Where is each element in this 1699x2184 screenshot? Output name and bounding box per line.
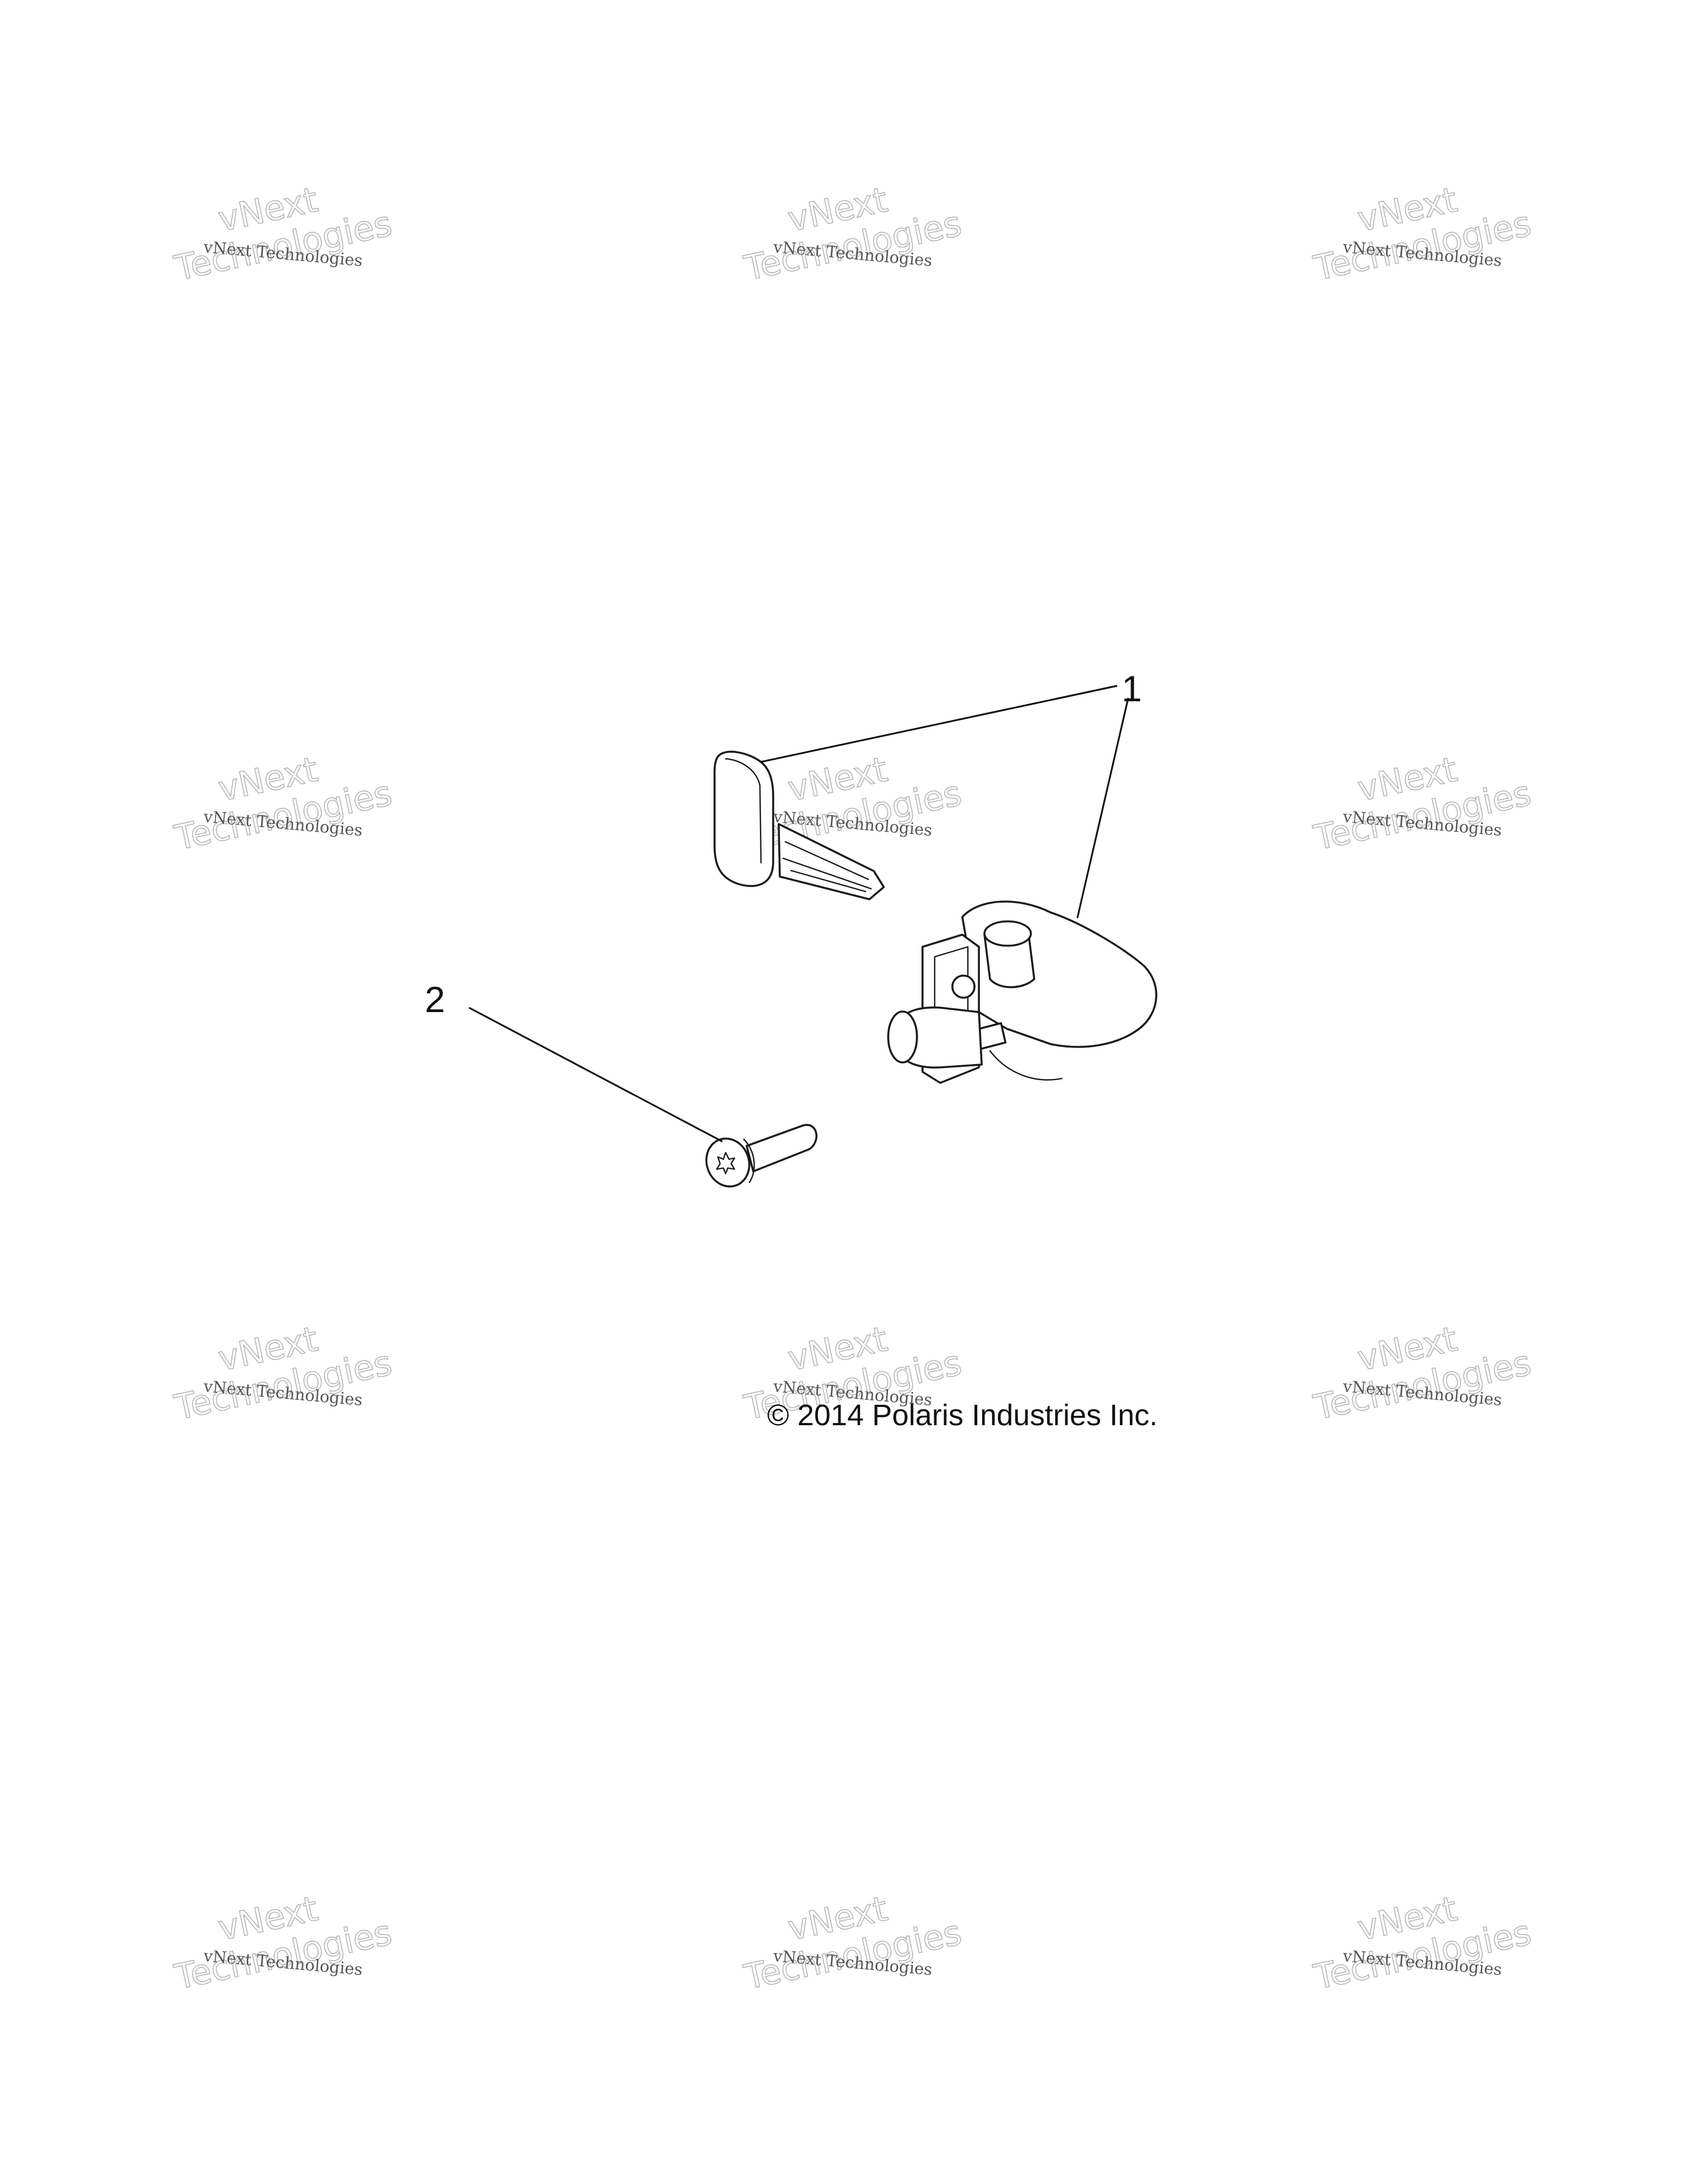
key-part	[713, 750, 885, 900]
leader-1-key	[759, 685, 1118, 763]
ignition-switch-part	[887, 900, 1158, 1084]
callout-label-1: 1	[1122, 668, 1142, 709]
copyright-text: © 2014 Polaris Industries Inc.	[767, 1399, 1158, 1432]
leader-2-screw	[468, 1007, 723, 1143]
screw-part	[705, 1124, 818, 1188]
leader-lines	[468, 685, 1129, 1143]
callout-label-2: 2	[425, 979, 445, 1020]
leader-1-switch	[1076, 697, 1129, 919]
